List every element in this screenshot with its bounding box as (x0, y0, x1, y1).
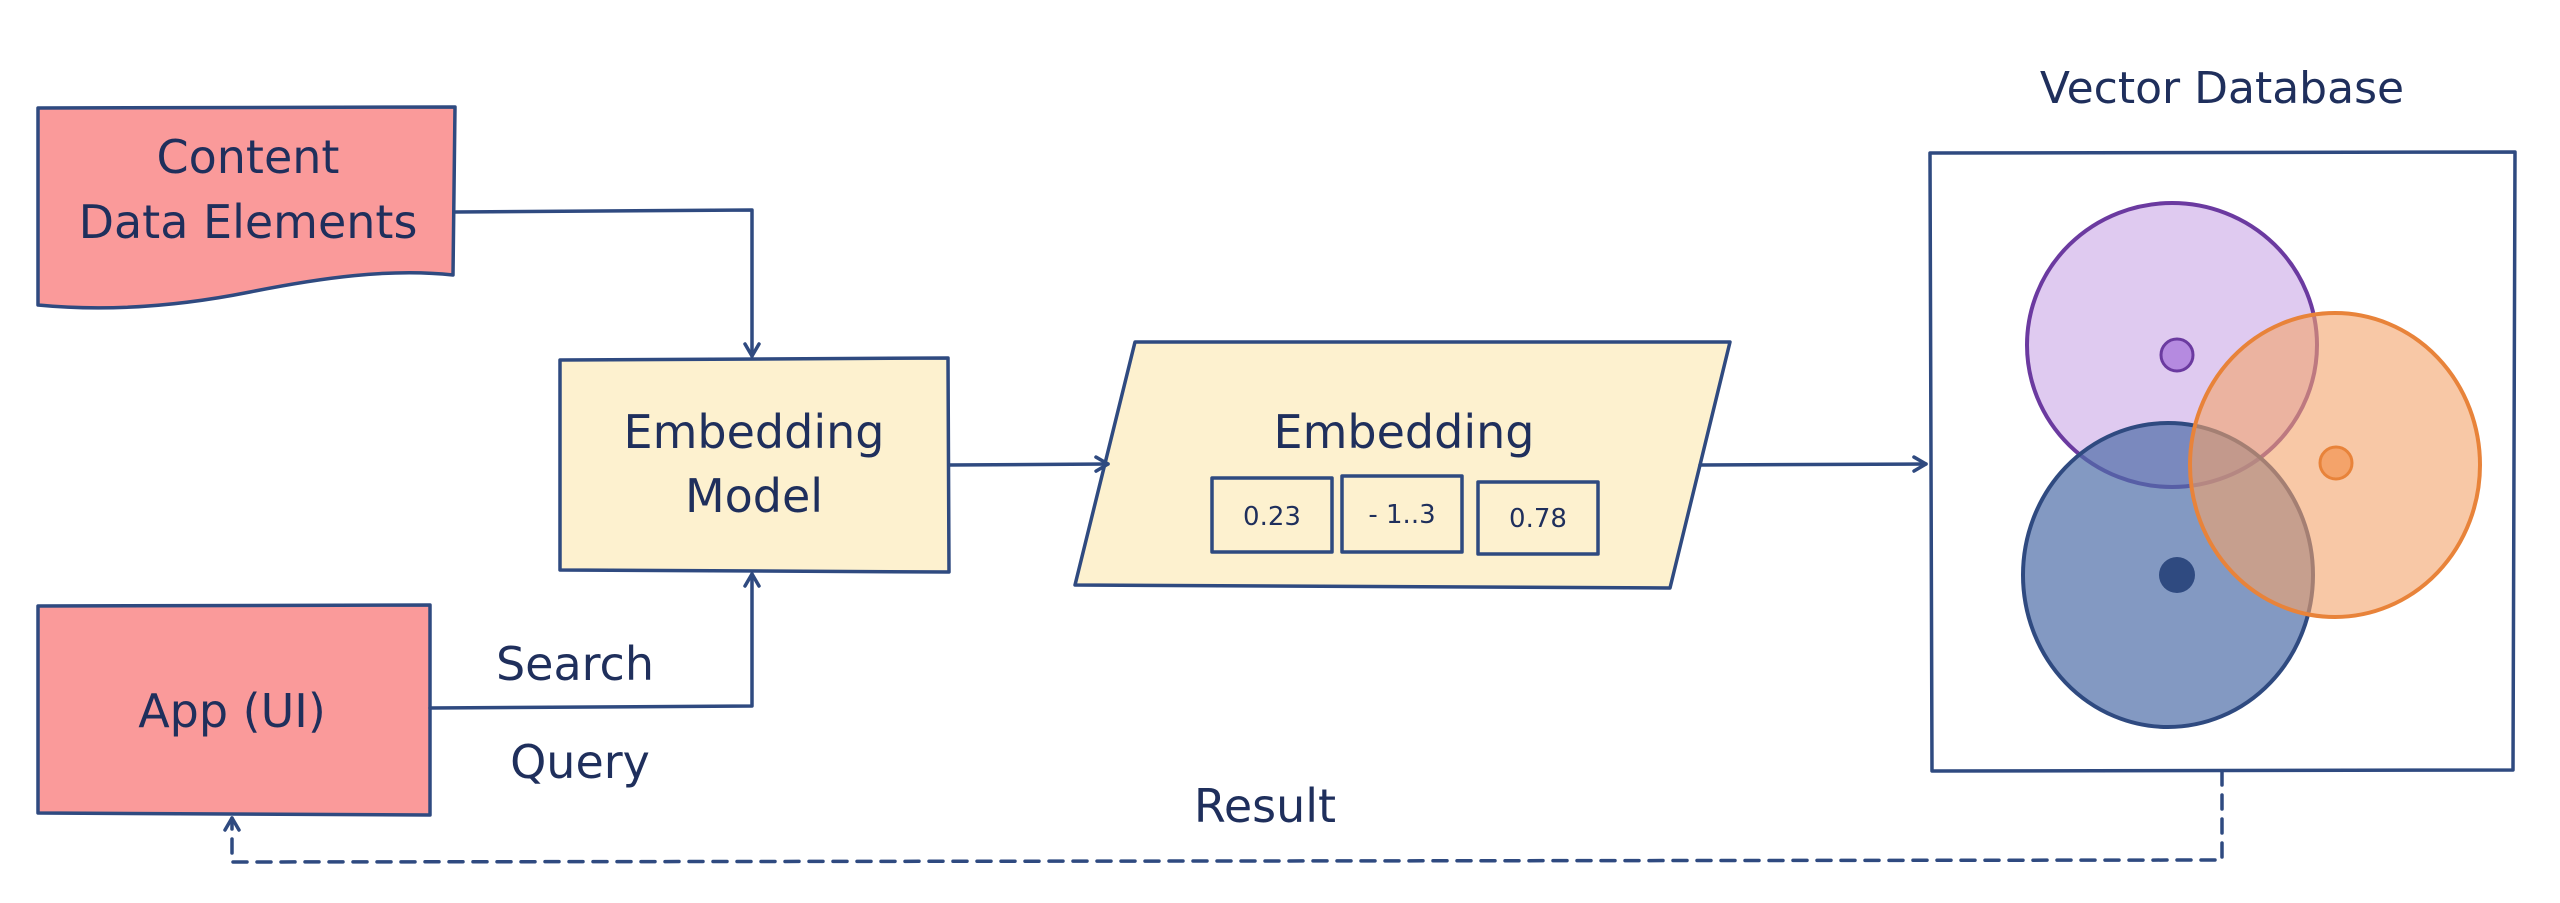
search-query-label-line2: Query (510, 735, 650, 789)
arrow-model-to-embedding (947, 455, 1110, 473)
cluster-purple-centroid (2159, 337, 2195, 373)
embedding-value: 0.78 (1509, 504, 1567, 534)
embedding-node: Embedding 0.23 - 1..3 0.78 (1073, 340, 1732, 590)
content-data-elements-node: Content Data Elements (36, 105, 457, 310)
arrow-embedding-to-database (1698, 455, 1928, 473)
app-label: App (UI) (138, 684, 326, 738)
arrow-database-result-to-app (223, 769, 2224, 864)
vector-database-node: Vector Database (1928, 63, 2517, 773)
embedding-value-cell: 0.78 (1476, 480, 1600, 556)
embedding-value: 0.23 (1243, 502, 1301, 532)
embedding-model-label-line2: Model (685, 469, 823, 523)
search-query-label-line1: Search (496, 637, 654, 691)
cluster-blue-centroid (2159, 557, 2195, 593)
result-label: Result (1194, 779, 1336, 833)
arrow-app-to-model (428, 572, 761, 710)
app-ui-node: App (UI) (36, 603, 432, 817)
vector-clusters (2021, 201, 2482, 729)
content-label-line2: Data Elements (79, 195, 418, 249)
embedding-value: - 1..3 (1368, 500, 1435, 530)
embedding-model-label-line1: Embedding (624, 405, 885, 459)
arrow-content-to-model (453, 208, 761, 358)
embedding-label: Embedding (1274, 405, 1535, 459)
embedding-value-cell: 0.23 (1210, 476, 1334, 554)
cluster-orange-centroid (2318, 445, 2354, 481)
embedding-value-cell: - 1..3 (1340, 474, 1464, 554)
vector-database-label: Vector Database (2040, 63, 2404, 114)
content-label-line1: Content (157, 130, 340, 184)
embedding-model-node: Embedding Model (558, 356, 951, 574)
